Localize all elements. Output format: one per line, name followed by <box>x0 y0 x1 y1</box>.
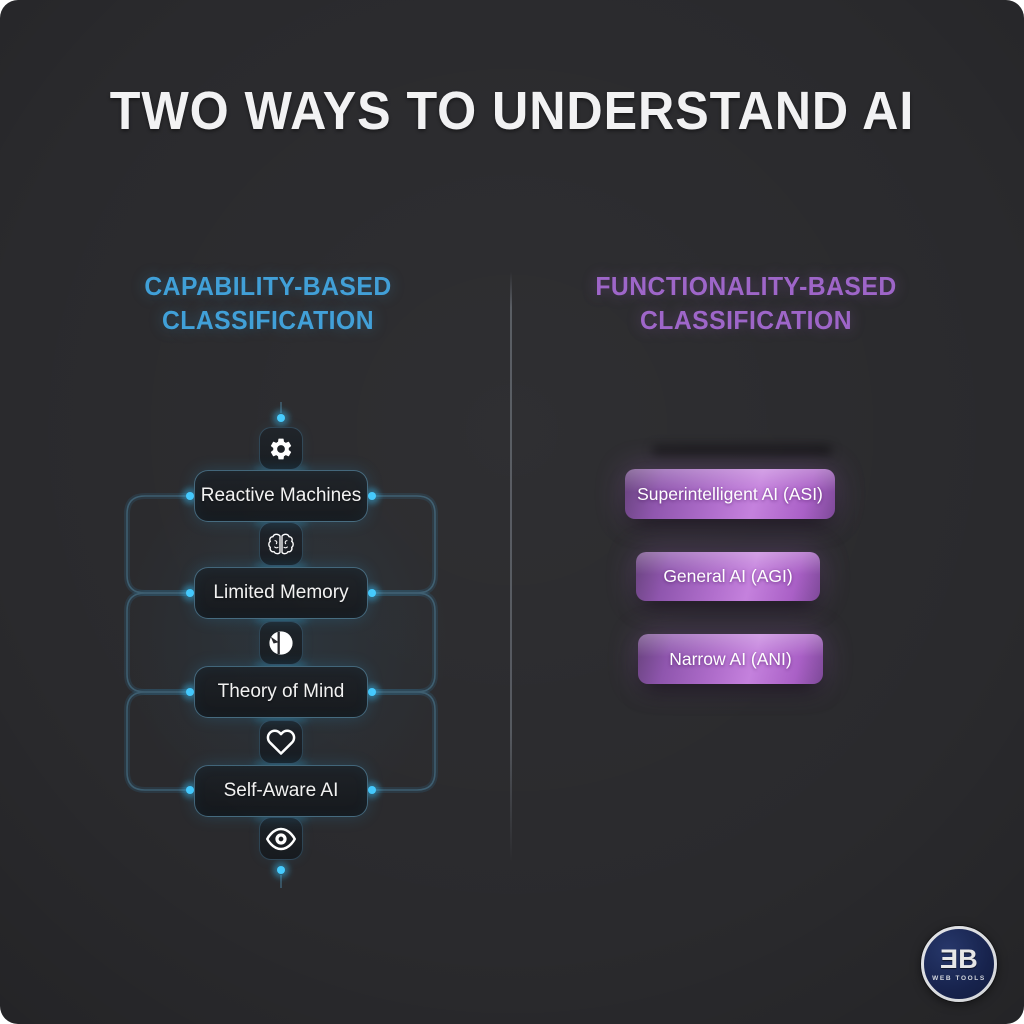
logo-subtitle: WEB TOOLS <box>932 975 986 982</box>
flow-box-theory-of-mind: Theory of Mind <box>194 666 368 718</box>
logo-monogram-first-letter: E <box>942 944 959 974</box>
flow-box-label: Reactive Machines <box>200 485 362 506</box>
pill-label: General AI (AGI) <box>663 566 793 586</box>
capability-column-header: CAPABILITY-BASED CLASSIFICATION <box>107 270 430 338</box>
eye-icon <box>259 817 303 860</box>
flow-box-label: Theory of Mind <box>217 681 345 702</box>
pill-label: Narrow AI (ANI) <box>669 648 792 669</box>
heart-icon <box>259 720 303 764</box>
capability-header-line1: CAPABILITY-BASED <box>144 271 392 301</box>
capability-header-line2: CLASSIFICATION <box>161 304 375 335</box>
eye-icon-glyph <box>266 827 296 850</box>
logo-monogram: EB <box>942 944 977 974</box>
functionality-header-line2: CLASSIFICATION <box>639 304 853 335</box>
pie-chart-icon <box>259 621 303 665</box>
brain-icon <box>259 522 303 566</box>
pill-top-shadow <box>652 446 832 455</box>
flow-box-self-aware-ai: Self-Aware AI <box>194 765 368 817</box>
gear-icon <box>259 427 303 470</box>
pill-general-ai: General AI (AGI) <box>636 552 820 601</box>
heart-icon-glyph <box>266 729 296 755</box>
functionality-header-line1: FUNCTIONALITY-BASED <box>595 271 897 301</box>
logo-monogram-second-letter: B <box>958 944 977 974</box>
brain-icon-glyph <box>268 533 294 555</box>
pill-label: Superintelligent AI (ASI) <box>637 483 823 504</box>
column-divider <box>510 272 512 862</box>
page-title: TWO WAYS TO UNDERSTAND AI <box>109 81 915 141</box>
pill-narrow-ai: Narrow AI (ANI) <box>638 634 823 684</box>
web-tools-logo: EB WEB TOOLS <box>921 926 997 1002</box>
flow-box-label: Self-Aware AI <box>223 780 339 801</box>
pill-superintelligent-ai: Superintelligent AI (ASI) <box>625 469 835 519</box>
flow-box-reactive-machines: Reactive Machines <box>194 470 368 522</box>
flow-box-limited-memory: Limited Memory <box>194 567 368 619</box>
functionality-column-header: FUNCTIONALITY-BASED CLASSIFICATION <box>585 270 908 338</box>
flow-box-label: Limited Memory <box>213 582 349 603</box>
gear-icon-glyph <box>270 438 292 459</box>
pie-chart-icon-glyph <box>269 631 293 655</box>
